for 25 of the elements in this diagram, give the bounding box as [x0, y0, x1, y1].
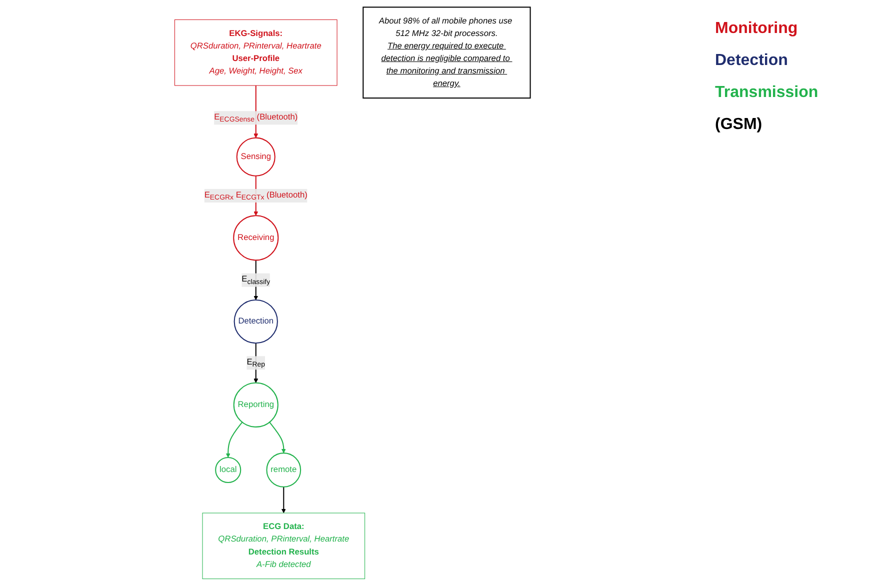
edge-label: E$_{ECG}$$_{Rx}$ E$_{ECG}$$_{Tx}$ (Bluetooth) [204, 188, 308, 203]
edge-label: E$_{classify}$ [242, 273, 270, 287]
node-label: Age, Weight, Height, Sex [209, 66, 302, 76]
process-circle: Sensing [236, 137, 276, 176]
process-circle: Detection [234, 299, 278, 344]
process-circle: Receiving [233, 215, 279, 261]
node-label: EKG-Signals: [229, 29, 283, 38]
process-circle: remote [266, 452, 302, 488]
bracket-list: ECG Data: QRSduration, PRinterval, Heartrate Detection Results A-Fib detected [202, 512, 366, 580]
node-label: QRSduration, PRinterval, Heartrate [190, 42, 322, 51]
process-circle: Reporting [233, 382, 278, 428]
note-box: About 98% of all mobile phones use 512 MHz 32-bit processors. The energy required to execute detection is negligible compared to the monitoring and transmission energy. [362, 6, 531, 99]
node-label: A-Fib detected [256, 560, 311, 569]
node-label: ECG Data: [262, 522, 304, 532]
bracket-list: EKG-Signals: QRSduration, PRinterval, Heartrate User-Profile Age, Weight, Height, Sex [174, 19, 338, 86]
stage-label: Monitoring [715, 20, 799, 38]
edge-label: E$_{ECG}$$_{Sense}$ (Bluetooth) [214, 111, 298, 125]
note-label: (GSM) [715, 116, 764, 134]
edge-label: E$_{Rep}$ [246, 356, 266, 370]
node-label: Detection Results [248, 547, 319, 556]
node-label: User-Profile [232, 54, 280, 64]
stage-label: Transmission [715, 84, 820, 102]
stage-label: Detection [715, 52, 789, 70]
node-label: QRSduration, PRinterval, Heartrate [218, 534, 350, 544]
process-circle: local [215, 456, 242, 484]
